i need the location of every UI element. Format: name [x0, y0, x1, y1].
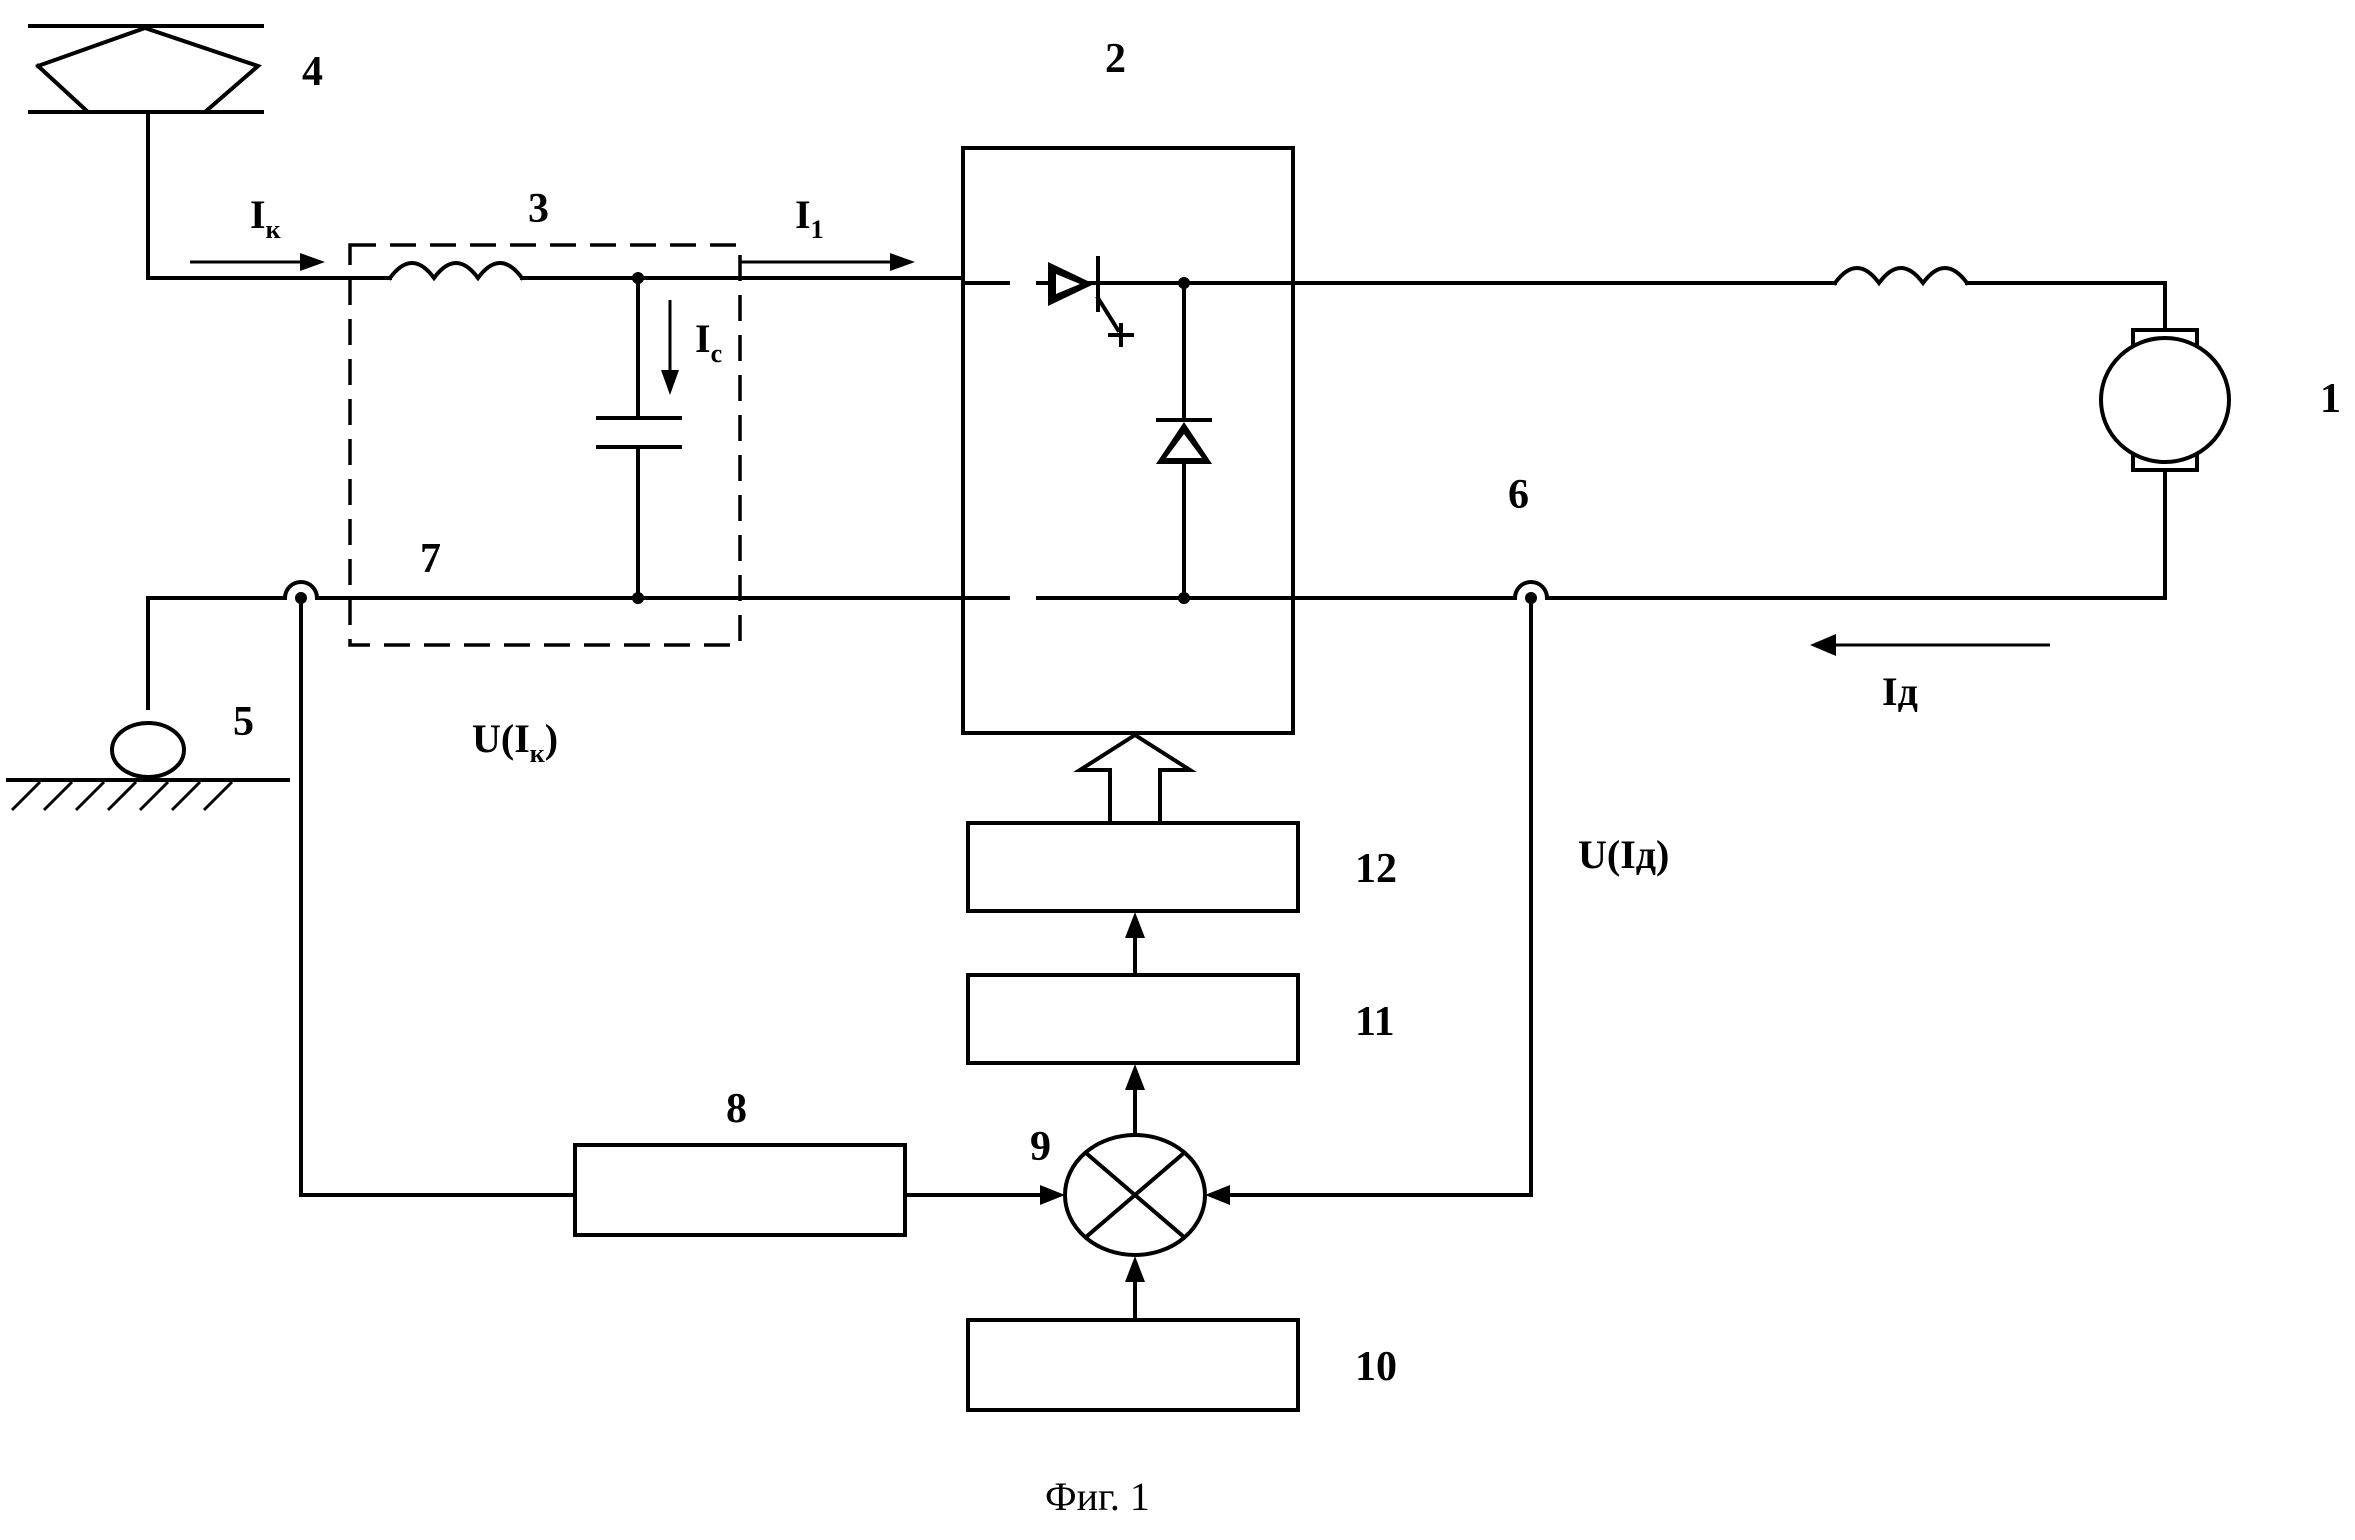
motor-circuit: [1293, 268, 2229, 598]
label-motor: 1: [2320, 376, 2341, 422]
bottom-bus: [148, 582, 963, 598]
figure-caption: Фиг. 1: [1045, 1474, 1150, 1519]
block-12: [968, 823, 1298, 911]
label-capacitor-current: Ic: [695, 316, 722, 368]
motor-icon: [2101, 330, 2229, 470]
converter-block: [963, 148, 1293, 733]
label-motor-current: Iд: [1882, 669, 1918, 714]
block-10: [968, 1320, 1298, 1410]
label-filter: 3: [528, 186, 549, 232]
control-output-arrow-icon: [1080, 735, 1190, 823]
label-line-signal: U(Iк): [472, 716, 558, 768]
filter-capacitor-icon: [598, 272, 680, 604]
label-pantograph: 4: [302, 49, 323, 95]
label-wheel: 5: [233, 699, 254, 745]
label-summator: 9: [1030, 1124, 1051, 1170]
block-8: [575, 1145, 905, 1235]
pantograph: [30, 26, 262, 278]
control-chain: [301, 735, 1531, 1410]
motor-inductor-icon: [1835, 268, 1967, 283]
ground-hatch-icon: [12, 782, 232, 810]
label-line-current: Iк: [250, 192, 281, 244]
summator-icon: [1065, 1135, 1205, 1255]
label-current-sensor-motor: 6: [1508, 472, 1529, 518]
label-current-sensor-line: 7: [420, 536, 441, 582]
label-block-8: 8: [726, 1086, 747, 1132]
label-block-10: 10: [1355, 1344, 1397, 1390]
block-11: [968, 975, 1298, 1063]
sensor-taps: [295, 592, 1537, 1195]
label-block-11: 11: [1355, 999, 1395, 1045]
label-converter: 2: [1105, 36, 1126, 82]
label-block-12: 12: [1355, 846, 1397, 892]
filter-inductor-icon: [390, 263, 522, 278]
label-motor-signal: U(Iд): [1578, 832, 1669, 877]
top-bus: [148, 263, 963, 278]
label-converter-current: I1: [795, 192, 824, 244]
